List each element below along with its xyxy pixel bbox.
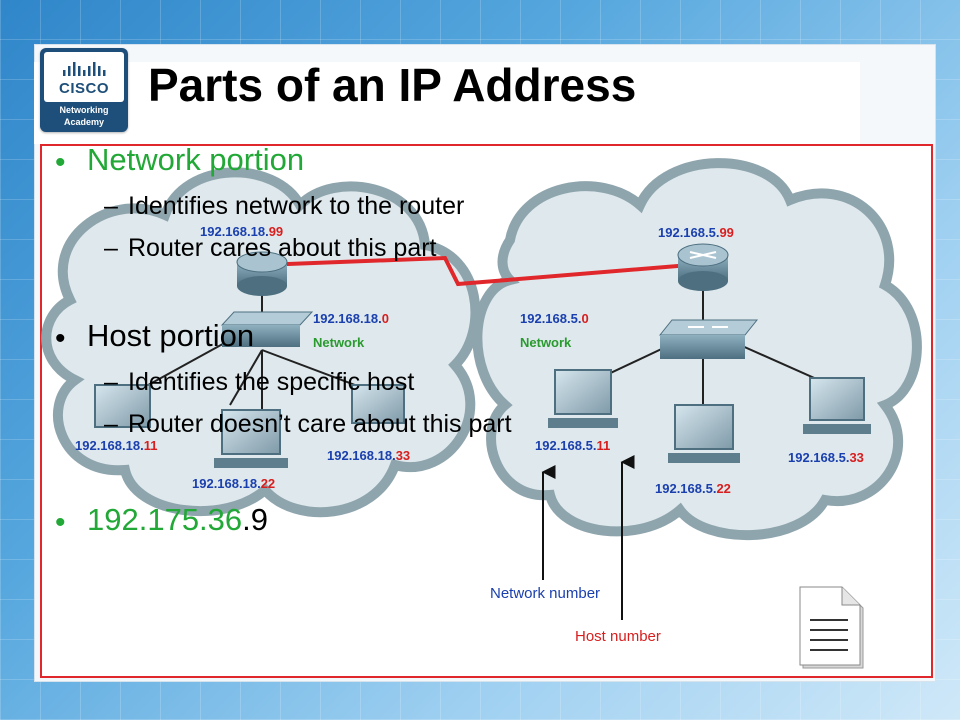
right-router-address: 192.168.5.99 <box>658 225 734 240</box>
computer-icon <box>214 409 288 468</box>
switch-icon <box>658 319 759 359</box>
document-icon[interactable] <box>799 586 864 669</box>
host-portion-sub-1: Identifies the specific host <box>128 368 415 396</box>
host-portion-sub-2: Router doesn’t care about this part <box>128 410 512 438</box>
example-network-part: 192.175.36 <box>87 502 243 537</box>
dash: – <box>104 410 118 438</box>
logo-white-plate: CISCO <box>44 52 124 102</box>
computer-icon <box>548 369 618 428</box>
title-band <box>34 62 860 144</box>
network-portion-sub-2: Router cares about this part <box>128 234 437 262</box>
cisco-bars-icon <box>63 62 106 76</box>
left-network-address: 192.168.18.0 <box>313 311 389 326</box>
example-address: 192.175.36.9 <box>87 502 268 538</box>
logo-line-academy: Academy <box>63 117 105 127</box>
wan-link <box>261 255 691 287</box>
right-host-address-1: 192.168.5.11 <box>535 438 610 453</box>
dash: – <box>104 368 118 396</box>
network-portion-heading: Network portion <box>87 142 305 177</box>
bullet-dot: • <box>55 506 66 539</box>
router-icon <box>236 251 288 296</box>
network-portion-sub-1: Identifies network to the router <box>128 192 465 220</box>
right-network-label: Network <box>520 335 572 350</box>
right-host-address-3: 192.168.5.33 <box>788 450 864 465</box>
host-portion-heading: Host portion <box>87 318 255 353</box>
left-network-label: Network <box>313 335 365 350</box>
bullet-dot: • <box>55 322 66 355</box>
switch-icon <box>220 311 314 347</box>
computer-icon <box>803 377 871 434</box>
right-host-address-2: 192.168.5.22 <box>655 481 731 496</box>
computer-icon <box>351 384 405 424</box>
computer-icon <box>94 384 151 428</box>
left-host-address-1: 192.168.18.11 <box>75 438 157 453</box>
dash: – <box>104 192 118 220</box>
computer-icon <box>668 404 740 463</box>
left-host-address-3: 192.168.18.33 <box>327 448 410 463</box>
logo-brand: CISCO <box>58 80 109 97</box>
host-number-label: Host number <box>575 628 661 645</box>
left-router-address: 192.168.18.99 <box>200 224 283 239</box>
router-icon <box>677 243 729 291</box>
network-number-label: Network number <box>490 585 600 602</box>
left-host-address-2: 192.168.18.22 <box>192 476 275 491</box>
example-host-part: .9 <box>242 502 269 537</box>
slide-title: Parts of an IP Address <box>148 59 637 111</box>
bullet-dot: • <box>55 146 66 179</box>
cisco-logo-icon: CISCO Networking Academy <box>40 48 128 132</box>
logo-line-networking: Networking <box>59 105 109 115</box>
right-network-address: 192.168.5.0 <box>520 311 589 326</box>
dash: – <box>104 234 118 262</box>
